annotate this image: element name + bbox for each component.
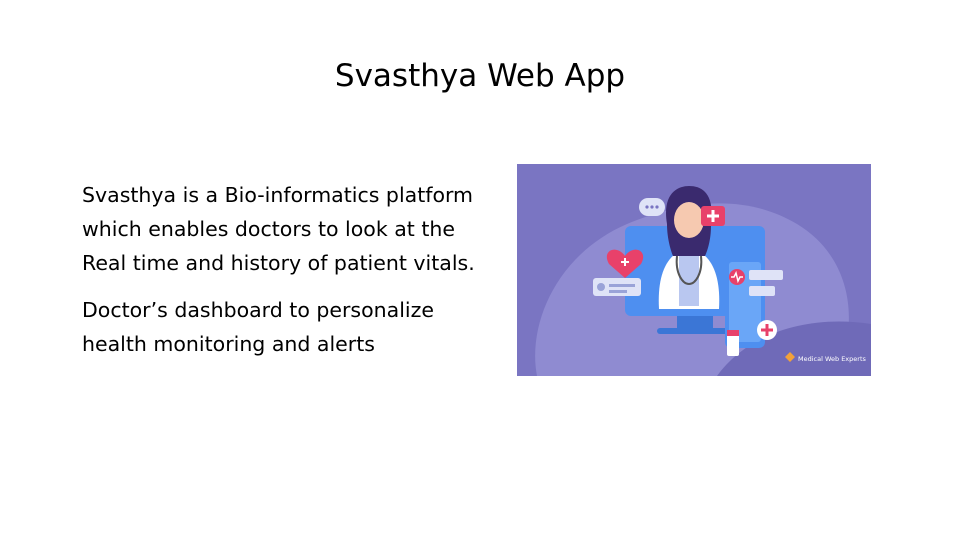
monitor-stand bbox=[677, 316, 713, 330]
slide-title: Svasthya Web App bbox=[334, 58, 626, 94]
paragraph-description: Svasthya is a Bio-informatics platform w… bbox=[82, 183, 475, 275]
doctor-face bbox=[674, 202, 704, 238]
doctor-shirt bbox=[679, 256, 699, 306]
doctor-illustration-svg: Medical Web Experts bbox=[517, 164, 871, 376]
message-bubble-icon bbox=[749, 270, 783, 280]
slide-body: Svasthya is a Bio-informatics platform w… bbox=[82, 178, 492, 374]
pill-bottle-icon bbox=[727, 334, 739, 356]
background-wave bbox=[717, 321, 871, 376]
paragraph-dashboard: Doctor’s dashboard to personalize health… bbox=[82, 298, 434, 356]
doctor-illustration: Medical Web Experts bbox=[517, 164, 871, 376]
stethoscope-icon bbox=[675, 255, 703, 286]
monitor-base bbox=[657, 328, 733, 334]
watermark-logo-icon bbox=[785, 352, 795, 362]
watermark-text: Medical Web Experts bbox=[798, 355, 867, 363]
